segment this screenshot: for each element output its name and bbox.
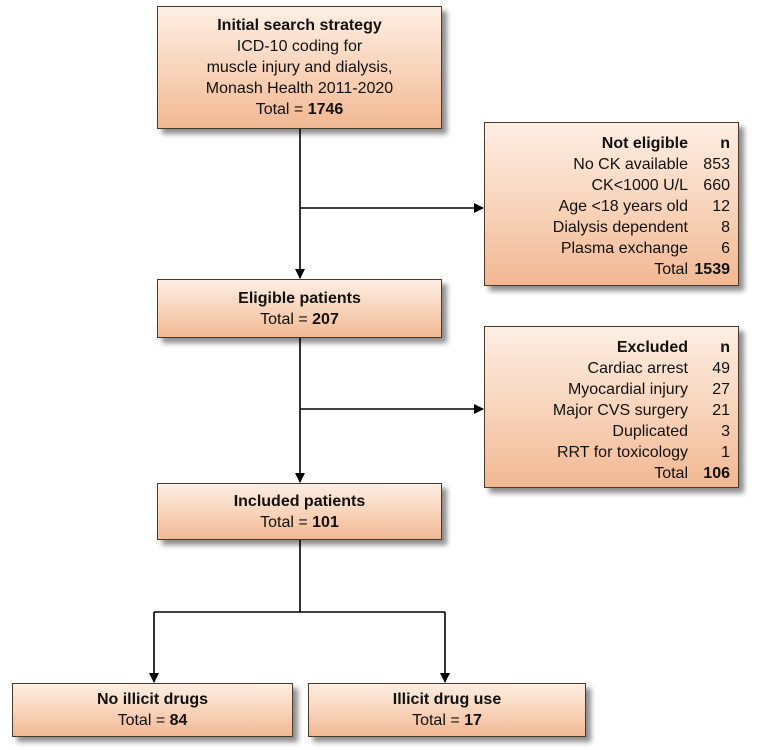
illicit-drug-use-total: Total = 17 — [412, 712, 482, 729]
not-eligible-table: Not eligible n No CK available 853 CK<10… — [491, 133, 730, 280]
table-row: Myocardial injury 27 — [567, 381, 730, 398]
not-eligible-total-value: 1539 — [694, 261, 730, 278]
illicit-drug-use-total-value: 17 — [464, 712, 482, 729]
no-illicit-drugs-title: No illicit drugs — [96, 691, 209, 708]
table-row: Dialysis dependent 8 — [552, 219, 730, 236]
excluded-total-value: 106 — [703, 465, 730, 482]
not-eligible-total-row: Total 1539 — [654, 261, 730, 278]
initial-search-total-value: 1746 — [307, 101, 344, 118]
table-row: Duplicated 3 — [612, 423, 730, 440]
initial-search-title: Initial search strategy — [217, 17, 382, 34]
initial-search-total: Total = 1746 — [255, 101, 344, 118]
table-row: Age <18 years old 12 — [558, 198, 730, 215]
eligible-patients-title: Eligible patients — [238, 289, 361, 307]
excluded-table: Excluded n Cardiac arrest 49 Myocardial … — [491, 337, 730, 484]
initial-search-line-1: ICD-10 coding for — [236, 38, 363, 55]
excluded-total-row: Total 106 — [654, 465, 730, 482]
eligible-patients-total-value: 207 — [312, 310, 339, 328]
excluded-header-row: Excluded n — [491, 337, 730, 358]
no-illicit-drugs-total-value: 84 — [169, 712, 188, 729]
included-patients-box: Included patients Total = 101 — [157, 483, 442, 540]
eligible-patients-total: Total = 207 — [260, 310, 339, 328]
not-eligible-header-row: Not eligible n — [491, 133, 730, 154]
not-eligible-n-header: n — [720, 135, 730, 152]
initial-search-line-2: muscle injury and dialysis, — [206, 59, 393, 76]
table-row: Plasma exchange 6 — [560, 240, 730, 257]
not-eligible-header: Not eligible — [601, 135, 688, 152]
table-row: CK<1000 U/L 660 — [591, 177, 730, 194]
included-patients-total-value: 101 — [312, 513, 339, 531]
excluded-n-header: n — [720, 339, 730, 356]
excluded-box: Excluded n Cardiac arrest 49 Myocardial … — [484, 326, 739, 488]
included-patients-title: Included patients — [233, 492, 366, 510]
illicit-drug-use-title: Illicit drug use — [392, 691, 502, 708]
illicit-drug-use-box: Illicit drug use Total = 17 — [308, 683, 586, 737]
table-row: RRT for toxicology 1 — [556, 444, 730, 461]
excluded-header: Excluded — [616, 339, 688, 356]
not-eligible-box: Not eligible n No CK available 853 CK<10… — [484, 122, 739, 286]
table-row: Cardiac arrest 49 — [587, 360, 730, 377]
eligible-patients-box: Eligible patients Total = 207 — [157, 279, 442, 338]
initial-search-box: Initial search strategy ICD-10 coding fo… — [157, 6, 442, 129]
initial-search-line-3: Monash Health 2011-2020 — [205, 80, 394, 97]
table-row: No CK available 853 — [573, 156, 730, 173]
included-patients-total: Total = 101 — [260, 513, 339, 531]
no-illicit-drugs-box: No illicit drugs Total = 84 — [12, 683, 293, 737]
no-illicit-drugs-total: Total = 84 — [117, 712, 188, 729]
table-row: Major CVS surgery 21 — [552, 402, 730, 419]
